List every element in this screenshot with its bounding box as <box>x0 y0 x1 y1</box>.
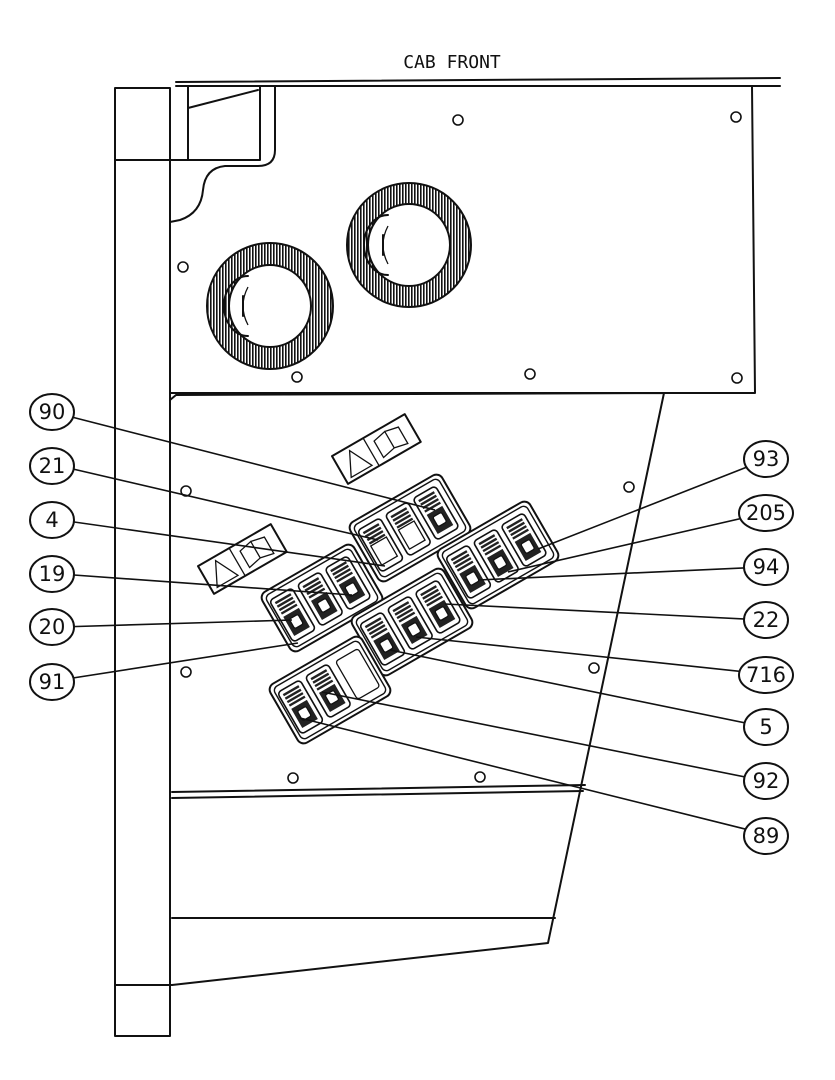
leader-line-92 <box>321 691 766 782</box>
warning-decal <box>197 523 288 595</box>
air-vent-left <box>206 242 334 370</box>
screw-hole <box>588 662 600 674</box>
rocker-switch[interactable] <box>357 518 404 573</box>
rocker-switch[interactable] <box>305 664 352 719</box>
lower-switch-panel <box>169 392 665 986</box>
callout-label: 92 <box>753 769 780 793</box>
upper-vent-panel <box>169 77 781 394</box>
left-pillar <box>114 87 189 1037</box>
screw-hole <box>623 481 635 493</box>
callout-bubble-20: 20 <box>29 608 75 646</box>
leader-line-20 <box>59 619 293 628</box>
callout-label: 91 <box>39 670 66 694</box>
leader-line-21 <box>59 465 379 541</box>
callout-label: 19 <box>39 562 66 586</box>
screw-hole <box>287 772 299 784</box>
screw-hole <box>524 368 536 380</box>
rocker-switch[interactable] <box>269 588 316 643</box>
callout-label: 5 <box>759 715 772 739</box>
callout-label: 93 <box>753 447 780 471</box>
rocker-switch[interactable] <box>297 572 344 627</box>
callout-bubble-22: 22 <box>743 601 789 639</box>
leader-line-5 <box>389 649 766 728</box>
screw-hole <box>452 114 464 126</box>
leader-line-90 <box>59 413 436 511</box>
switch-bank <box>350 567 474 677</box>
rocker-switch-banks <box>260 473 560 745</box>
callout-bubble-94: 94 <box>743 548 789 586</box>
callout-bubble-21: 21 <box>29 447 75 485</box>
callout-bubble-93: 93 <box>743 440 789 478</box>
callout-bubble-19: 19 <box>29 555 75 593</box>
callout-label: 90 <box>39 400 66 424</box>
screw-hole <box>474 771 486 783</box>
leader-line-94 <box>477 566 766 581</box>
rocker-switch[interactable] <box>385 502 432 557</box>
screw-hole <box>730 111 742 123</box>
leader-line-22 <box>444 603 766 621</box>
callout-bubble-91: 91 <box>29 663 75 701</box>
screw-hole <box>291 371 303 383</box>
switch-bank <box>436 500 560 610</box>
callout-bubble-90: 90 <box>29 393 75 431</box>
leader-line-93 <box>537 459 766 550</box>
callout-bubble-205: 205 <box>738 494 794 532</box>
rocker-switch[interactable] <box>413 486 460 541</box>
callout-label: 4 <box>45 508 58 532</box>
callout-label: 205 <box>746 501 786 525</box>
switch-bank <box>268 635 392 745</box>
blank-switch-plate <box>335 648 380 700</box>
switch-bank <box>348 473 472 583</box>
screw-hole <box>180 666 192 678</box>
air-vent-right <box>346 182 472 308</box>
leader-line-19 <box>59 573 353 596</box>
rocker-switch[interactable] <box>387 596 434 651</box>
leader-line-89 <box>299 717 766 835</box>
callout-bubble-716: 716 <box>738 656 794 694</box>
callout-label: 21 <box>39 454 66 478</box>
leader-line-716 <box>415 636 766 675</box>
leader-lines <box>59 413 766 835</box>
callout-label: 22 <box>753 608 780 632</box>
callout-bubble-4: 4 <box>29 501 75 539</box>
rocker-switch[interactable] <box>415 580 462 635</box>
leader-line-4 <box>59 519 386 567</box>
rocker-switch[interactable] <box>501 513 548 568</box>
screw-hole <box>731 372 743 384</box>
callout-label: 94 <box>753 555 780 579</box>
callout-bubble-89: 89 <box>743 817 789 855</box>
leader-line-205 <box>507 512 766 573</box>
callout-label: 716 <box>746 663 786 687</box>
leader-line-91 <box>59 642 299 681</box>
rocker-switch[interactable] <box>359 612 406 667</box>
rocker-switch[interactable] <box>473 529 520 584</box>
rocker-switch[interactable] <box>445 545 492 600</box>
switch-bank <box>260 543 384 653</box>
callout-label: 20 <box>39 615 66 639</box>
callout-bubble-92: 92 <box>743 762 789 800</box>
callout-bubble-5: 5 <box>743 708 789 746</box>
diagram-title: CAB FRONT <box>403 52 501 73</box>
screw-hole <box>177 261 189 273</box>
rocker-switch[interactable] <box>325 556 372 611</box>
warning-decal <box>331 413 422 485</box>
callout-label: 89 <box>753 824 780 848</box>
